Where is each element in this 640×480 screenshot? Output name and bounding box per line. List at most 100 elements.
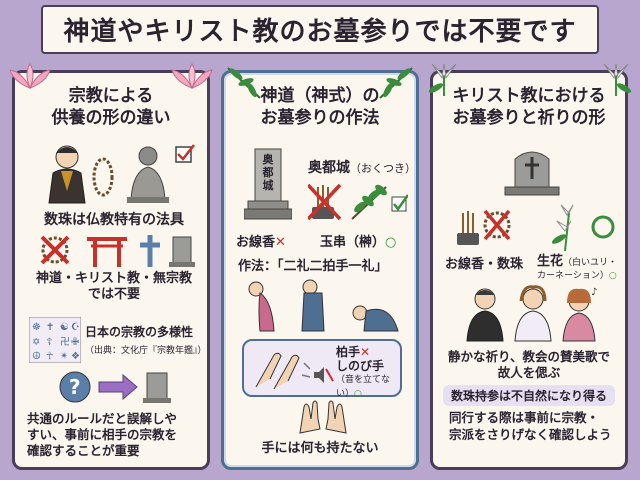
tombstone-icon — [143, 372, 171, 403]
diversity-block: 日本の宗教の多様性 （出典：文化庁『宗教年鑑』） — [85, 323, 207, 356]
tamagushi-text: 玉串（榊） — [320, 235, 386, 250]
others-line-1: 神道・キリスト教・無宗教 — [35, 271, 192, 286]
rosary-crossed-icon — [40, 235, 70, 265]
buddha-statue-icon — [127, 146, 169, 203]
praying-woman-icon — [514, 285, 552, 342]
grave-reading: （おくつき） — [350, 162, 416, 175]
incense-text: お線香 — [236, 235, 276, 250]
clap-line-2: しのび手 — [336, 359, 385, 373]
page-title: 神道やキリスト教のお墓参りでは不要です — [41, 4, 599, 54]
panel-shinto: 神道（神式）の お墓参りの作法 奥都城 奥都城（おくつき） お線香✕ — [221, 70, 419, 470]
svg-text:?: ? — [69, 375, 81, 399]
flowers-line-2: （白いユリ・ — [563, 258, 618, 268]
heading-line-1: 神道（神式）の — [260, 86, 380, 106]
flowers-line-1: 生花 — [537, 254, 564, 269]
praying-people-illustration: ♪ — [466, 285, 597, 342]
tombstone-icon — [169, 236, 195, 267]
kneeling-man-icon — [352, 305, 399, 332]
question-icon: ? — [59, 371, 91, 403]
singing-woman-icon: ♪ — [562, 287, 597, 342]
incense-crossed-icon — [457, 209, 511, 245]
check-icon — [175, 144, 195, 163]
prayer-line-1: 静かな祈り、教会の賛美歌で — [447, 349, 610, 364]
bowing-woman-icon — [248, 281, 275, 332]
incense-crossed-icon — [308, 183, 342, 221]
advice-line-2: すい、事前に相手の宗教を — [27, 427, 178, 442]
tamagushi-label: 玉串（榊）○ — [320, 231, 396, 250]
leaf-right-icon — [379, 67, 413, 99]
monk-icon — [48, 145, 86, 204]
prayer-text: 静かな祈り、教会の賛美歌で 故人を偲ぶ — [433, 349, 625, 381]
panel-heading: 宗教による 供養の形の違い — [15, 85, 207, 129]
diversity-source: （出典：文化庁『宗教年鑑』） — [85, 346, 207, 356]
open-hands-icon — [299, 400, 347, 434]
clap-text: 柏手✕ しのび手 （音を立てない）○ — [336, 345, 400, 401]
sakaki-branch-icon — [351, 184, 387, 220]
offerings-illustration — [308, 183, 408, 221]
others-text: 神道・キリスト教・無宗教 では不要 — [15, 271, 207, 303]
svg-text:♪: ♪ — [591, 287, 597, 298]
heading-line-1: 宗教による — [68, 86, 154, 106]
incense-label: お線香・数珠 — [445, 257, 524, 272]
check-icon — [391, 194, 408, 212]
o-mark: ○ — [608, 271, 617, 281]
svg-text:☪: ☪ — [71, 322, 80, 333]
praying-man-icon — [466, 288, 504, 342]
clap-line-3: （音を立てない） — [336, 375, 391, 399]
incense-label: お線香✕ — [236, 231, 286, 250]
panel-buddhism: 宗教による 供養の形の違い 数珠は仏教特有の法具 — [12, 70, 210, 470]
advice-line-3: 確認することが重要 — [27, 443, 140, 458]
advice-line-1: 共通のルールだと誤解しや — [27, 411, 177, 426]
svg-text:❖: ❖ — [71, 351, 80, 362]
advice-text: 共通のルールだと誤解しや すい、事前に相手の宗教を 確認することが重要 — [27, 411, 207, 459]
lily-right-icon — [603, 63, 632, 96]
heading-line-2: お墓参りと祈りの形 — [452, 108, 606, 128]
tip-line-2: 宗派をさりげなく確認しよう — [449, 427, 612, 442]
rosary-text: 数珠は仏教特有の法具 — [44, 212, 184, 228]
monk-buddha-illustration — [48, 144, 195, 204]
heading-line-2: 供養の形の違い — [51, 108, 171, 128]
muted-speaker-icon — [314, 367, 334, 383]
x-mark: ✕ — [275, 235, 286, 250]
lotus-left-icon — [9, 63, 51, 90]
svg-text:✴: ✴ — [60, 351, 68, 362]
tip-line-1: 同行する際は事前に宗教・ — [449, 410, 600, 425]
okutsuki-grave-icon — [244, 148, 292, 220]
arrow-right-icon — [98, 373, 138, 401]
svg-text:✝: ✝ — [46, 322, 54, 333]
leaf-left-icon — [227, 67, 261, 99]
panel-heading: キリスト教における お墓参りと祈りの形 — [433, 85, 625, 129]
cross-icon — [140, 235, 160, 267]
svg-text:☥: ☥ — [46, 351, 53, 362]
warning-text: 数珠持参は不自然になり得る — [443, 385, 615, 406]
flowers-label: 生花（白いユリ・ カーネーション）○ — [537, 253, 617, 283]
heading-line-2: お墓参りの作法 — [260, 108, 380, 128]
other-religions-icons — [40, 235, 195, 267]
prayer-line-2: 故人を偲ぶ — [497, 365, 561, 380]
prayer-beads-icon — [92, 157, 114, 197]
others-line-2: では不要 — [87, 287, 140, 302]
grave-stone-text: 奥都城 — [262, 153, 274, 192]
o-mark: ○ — [354, 389, 362, 399]
panel-heading: 神道（神式）の お墓参りの作法 — [224, 85, 416, 129]
tip-text: 同行する際は事前に宗教・ 宗派をさりげなく確認しよう — [449, 409, 619, 443]
question-arrow-illustration: ? — [59, 371, 171, 403]
hands-text: 手には何も持たない — [261, 441, 379, 456]
clap-line-1: 柏手 — [336, 345, 361, 359]
svg-text:☦: ☦ — [46, 337, 53, 348]
grave-name: 奥都城（おくつき） — [308, 157, 416, 177]
religious-symbols-icon: ☸✝☯☪ ✡☦卍✙ ☮☥✴❖ — [29, 317, 81, 363]
clapping-box: 柏手✕ しのび手 （音を立てない）○ — [242, 339, 402, 399]
white-lily-icon — [551, 204, 574, 252]
bowing-figures-illustration — [248, 279, 399, 332]
title-bar: 神道やキリスト教のお墓参りでは不要です — [0, 0, 640, 58]
flowers-line-3: カーネーション） — [537, 271, 609, 281]
svg-text:☯: ☯ — [60, 322, 69, 333]
svg-text:✡: ✡ — [32, 337, 40, 348]
christian-grave-icon — [504, 151, 560, 196]
svg-text:卍: 卍 — [60, 336, 70, 348]
diversity-title: 日本の宗教の多様性 — [85, 325, 194, 339]
x-mark: ✕ — [360, 345, 371, 359]
lily-left-icon — [428, 63, 457, 96]
grave-name-text: 奥都城 — [308, 160, 350, 176]
